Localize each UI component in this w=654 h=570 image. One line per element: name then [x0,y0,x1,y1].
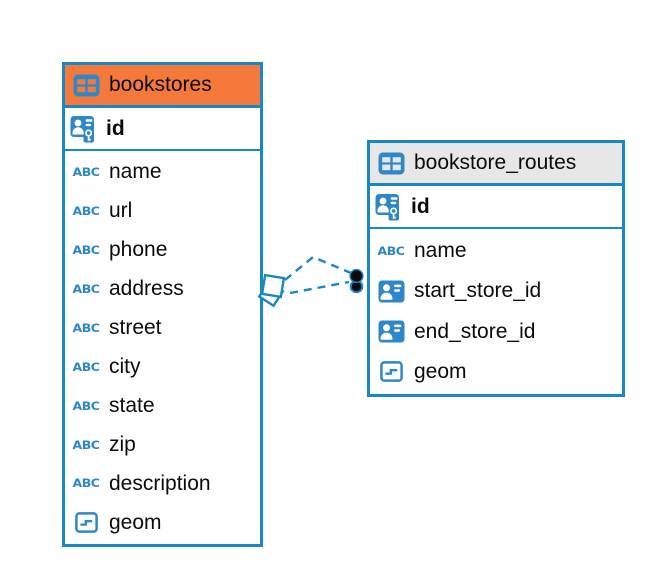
column-row-street[interactable]: ABC street [65,309,260,348]
table-icon [72,74,100,97]
column-row-geom[interactable]: geom [65,503,260,542]
column-label: phone [109,238,168,262]
many-end-dot-marker[interactable] [349,268,364,294]
column-label: url [109,199,133,223]
column-row-city[interactable]: ABC city [65,348,260,387]
column-label: geom [414,359,467,383]
text-type-icon: ABC [72,436,100,452]
entity-title: bookstores [109,73,212,96]
column-label: geom [109,510,162,534]
column-row-id[interactable]: id [370,186,622,229]
column-label: zip [109,432,136,456]
relationship-line[interactable] [289,280,350,295]
table-icon [377,152,405,175]
entity-header[interactable]: bookstores [65,65,260,108]
column-label: name [414,239,467,263]
entity-title: bookstore_routes [414,151,577,174]
column-label: id [106,116,125,140]
relationship-line[interactable] [284,255,352,281]
text-type-icon: ABC [72,475,100,491]
geometry-type-icon [377,361,405,383]
column-list: ABC name start_store_id [370,229,622,394]
column-label: city [109,354,141,378]
entity-bookstore-routes[interactable]: bookstore_routes id ABC [367,140,625,397]
text-type-icon: ABC [72,242,100,257]
column-label: id [411,194,430,218]
column-label: start_store_id [414,279,542,303]
geometry-type-icon [72,512,100,533]
column-row-geom[interactable]: geom [370,352,622,392]
primary-key-icon [70,115,98,143]
column-label: state [109,393,155,417]
column-row-url[interactable]: ABC url [65,192,260,231]
column-row-description[interactable]: ABC description [65,464,260,503]
column-label: description [109,471,211,495]
column-row-zip[interactable]: ABC zip [65,425,260,464]
column-row-end-store-id[interactable]: end_store_id [370,312,622,352]
text-type-icon: ABC [72,281,100,296]
text-type-icon: ABC [377,243,405,258]
text-type-icon: ABC [72,203,100,218]
column-row-phone[interactable]: ABC phone [65,231,260,270]
column-label: address [109,277,184,301]
column-label: end_store_id [414,319,536,343]
column-row-start-store-id[interactable]: start_store_id [370,271,622,311]
text-type-icon: ABC [72,359,100,374]
column-label: street [109,316,162,340]
text-type-icon: ABC [72,320,100,335]
text-type-icon: ABC [72,164,100,179]
column-row-name[interactable]: ABC name [65,153,260,192]
column-row-id[interactable]: id [65,108,260,151]
reference-type-icon [377,320,405,343]
primary-key-icon [375,193,403,221]
reference-type-icon [377,280,405,303]
column-list: ABC name ABC url ABC phone ABC address A… [65,151,260,544]
entity-bookstores[interactable]: bookstores id ABC [62,62,263,547]
column-row-address[interactable]: ABC address [65,270,260,309]
text-type-icon: ABC [72,398,100,413]
column-row-name[interactable]: ABC name [370,231,622,271]
entity-header[interactable]: bookstore_routes [370,143,622,186]
column-label: name [109,160,162,184]
column-row-state[interactable]: ABC state [65,386,260,425]
